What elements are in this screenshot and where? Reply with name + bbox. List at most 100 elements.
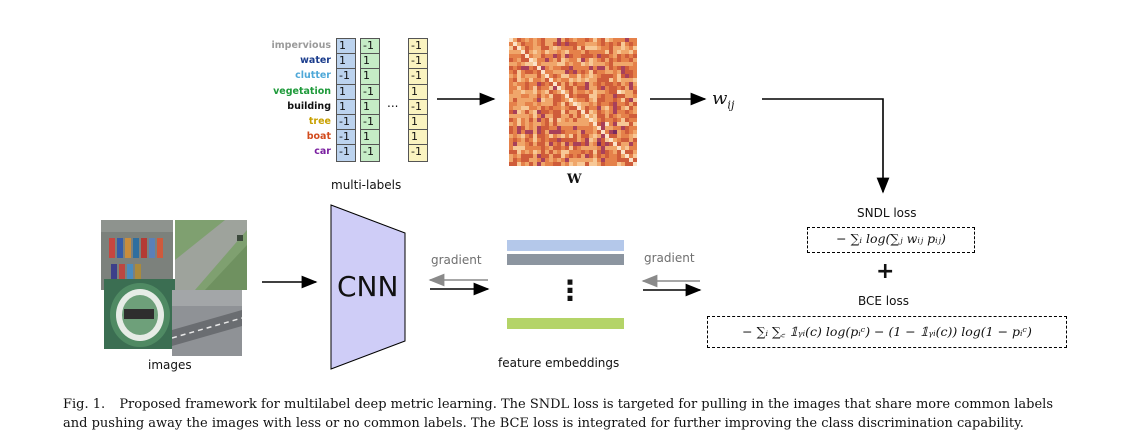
- matrix-cell: [597, 138, 601, 142]
- matrix-cell: [553, 162, 557, 166]
- vector-cell: -1: [339, 145, 350, 159]
- matrix-cell: [577, 122, 581, 126]
- matrix-cell: [557, 122, 561, 126]
- matrix-cell: [565, 66, 569, 70]
- matrix-cell: [577, 158, 581, 162]
- matrix-cell: [513, 130, 517, 134]
- matrix-cell: [537, 126, 541, 130]
- matrix-cell: [565, 86, 569, 90]
- matrix-cell: [605, 50, 609, 54]
- matrix-cell: [629, 74, 633, 78]
- matrix-cell: [529, 154, 533, 158]
- matrix-cell: [573, 70, 577, 74]
- matrix-cell: [569, 62, 573, 66]
- matrix-cell: [513, 42, 517, 46]
- matrix-cell: [525, 146, 529, 150]
- matrix-cell: [533, 54, 537, 58]
- matrix-cell: [521, 114, 525, 118]
- matrix-cell: [541, 62, 545, 66]
- matrix-cell: [601, 82, 605, 86]
- matrix-cell: [581, 98, 585, 102]
- matrix-cell: [625, 66, 629, 70]
- matrix-cell: [581, 154, 585, 158]
- matrix-cell: [541, 50, 545, 54]
- matrix-cell: [625, 150, 629, 154]
- matrix-cell: [621, 114, 625, 118]
- matrix-cell: [585, 106, 589, 110]
- matrix-cell: [557, 46, 561, 50]
- matrix-cell: [517, 138, 521, 142]
- matrix-cell: [601, 78, 605, 82]
- matrix-cell: [565, 138, 569, 142]
- matrix-cell: [557, 154, 561, 158]
- matrix-cell: [633, 102, 637, 106]
- matrix-cell: [605, 106, 609, 110]
- matrix-cell: [625, 46, 629, 50]
- matrix-caption: W: [567, 172, 582, 187]
- matrix-cell: [533, 138, 537, 142]
- matrix-cell: [529, 86, 533, 90]
- sndl-title: SNDL loss: [857, 206, 917, 220]
- matrix-cell: [521, 66, 525, 70]
- matrix-cell: [553, 110, 557, 114]
- embeddings-caption: feature embeddings: [498, 356, 620, 370]
- matrix-cell: [525, 138, 529, 142]
- matrix-cell: [609, 130, 613, 134]
- matrix-cell: [509, 38, 513, 42]
- matrix-cell: [565, 82, 569, 86]
- matrix-cell: [601, 50, 605, 54]
- matrix-cell: [529, 158, 533, 162]
- matrix-cell: [537, 110, 541, 114]
- matrix-cell: [525, 126, 529, 130]
- matrix-cell: [533, 58, 537, 62]
- matrix-cell: [593, 138, 597, 142]
- matrix-cell: [549, 58, 553, 62]
- matrix-cell: [593, 94, 597, 98]
- matrix-cell: [569, 114, 573, 118]
- matrix-cell: [545, 62, 549, 66]
- matrix-cell: [593, 114, 597, 118]
- multilabels-caption: multi-labels: [331, 178, 402, 192]
- matrix-cell: [597, 90, 601, 94]
- matrix-cell: [569, 42, 573, 46]
- matrix-cell: [589, 106, 593, 110]
- matrix-cell: [601, 138, 605, 142]
- matrix-cell: [565, 46, 569, 50]
- matrix-cell: [545, 98, 549, 102]
- matrix-cell: [629, 102, 633, 106]
- matrix-cell: [561, 82, 565, 86]
- matrix-cell: [565, 154, 569, 158]
- matrix-cell: [625, 118, 629, 122]
- matrix-cell: [525, 50, 529, 54]
- matrix-cell: [613, 82, 617, 86]
- matrix-cell: [593, 38, 597, 42]
- matrix-cell: [621, 86, 625, 90]
- matrix-cell: [621, 82, 625, 86]
- matrix-cell: [537, 118, 541, 122]
- matrix-cell: [581, 134, 585, 138]
- matrix-cell: [573, 86, 577, 90]
- matrix-cell: [621, 58, 625, 62]
- matrix-cell: [589, 130, 593, 134]
- matrix-cell: [533, 62, 537, 66]
- matrix-cell: [553, 98, 557, 102]
- matrix-cell: [541, 138, 545, 142]
- matrix-cell: [517, 90, 521, 94]
- matrix-cell: [577, 42, 581, 46]
- matrix-cell: [549, 86, 553, 90]
- matrix-cell: [573, 42, 577, 46]
- matrix-cell: [577, 50, 581, 54]
- matrix-cell: [573, 90, 577, 94]
- matrix-cell: [605, 78, 609, 82]
- matrix-cell: [549, 106, 553, 110]
- matrix-cell: [629, 98, 633, 102]
- matrix-cell: [509, 54, 513, 58]
- matrix-cell: [617, 70, 621, 74]
- matrix-cell: [525, 142, 529, 146]
- matrix-cell: [533, 86, 537, 90]
- matrix-cell: [601, 154, 605, 158]
- matrix-cell: [533, 94, 537, 98]
- matrix-cell: [597, 74, 601, 78]
- matrix-cell: [581, 162, 585, 166]
- matrix-cell: [601, 86, 605, 90]
